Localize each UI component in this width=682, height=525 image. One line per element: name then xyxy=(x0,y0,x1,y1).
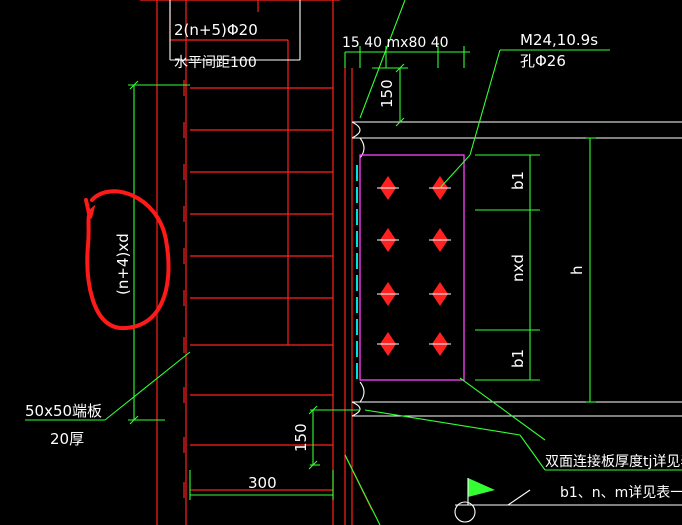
rebar-count-label: 2(n+5)Φ20 xyxy=(174,21,258,39)
top-dims-label: 15 40 mx80 40 xyxy=(342,35,449,51)
dim-nxd: nxd xyxy=(509,254,527,282)
dim-b1-top: b1 xyxy=(509,171,527,190)
beam xyxy=(169,0,682,417)
horizontal-spacing-label: 水平间距100 xyxy=(174,55,257,71)
end-plate-label: 50x50端板 xyxy=(25,402,102,420)
dim-n4xd: (n+4)xd xyxy=(114,233,132,295)
dim-h: h xyxy=(568,265,586,275)
dim-150-bottom: 150 xyxy=(292,423,310,452)
plate-thickness-note: 双面连接板厚度tj详见表 xyxy=(545,453,682,470)
bolt xyxy=(377,176,399,200)
end-plate-thickness-label: 20厚 xyxy=(50,430,84,448)
dim-b1-bottom: b1 xyxy=(509,349,527,368)
markup-circle xyxy=(84,189,171,331)
bolt xyxy=(429,332,451,356)
bolt xyxy=(429,282,451,306)
dim-150-top: 150 xyxy=(378,79,396,108)
bolt xyxy=(377,332,399,356)
bolt xyxy=(429,228,451,252)
bolt-group xyxy=(377,176,451,356)
annotations: 2(n+5)Φ20 水平间距100 15 40 mx80 40 M24,10.9… xyxy=(25,21,682,501)
dimension-lines xyxy=(25,0,682,525)
bolt xyxy=(377,228,399,252)
hole-spec-label: 孔Φ26 xyxy=(520,52,566,70)
bolt xyxy=(377,282,399,306)
dim-300: 300 xyxy=(248,474,277,492)
steel-geometry xyxy=(140,0,373,525)
stud-bars xyxy=(183,80,333,498)
bolt-spec-label: M24,10.9s xyxy=(520,31,598,49)
connection-plate xyxy=(359,154,465,381)
table-note: b1、n、m详见表一 xyxy=(560,485,682,501)
